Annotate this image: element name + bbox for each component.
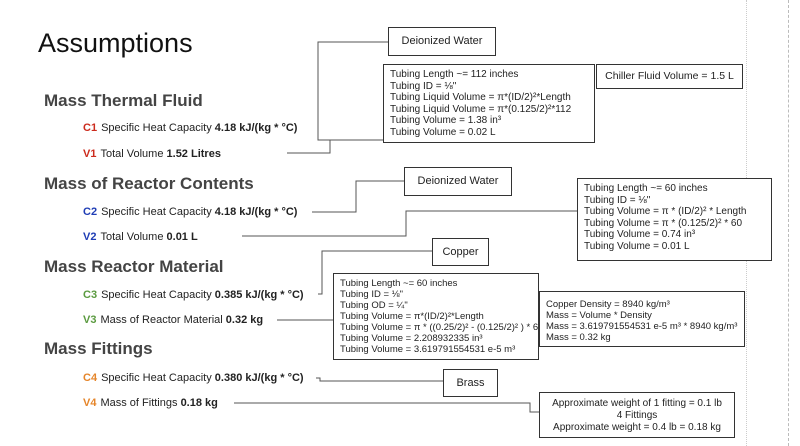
connector-c4-tag4 (316, 377, 443, 382)
tag-copper: Copper (432, 238, 489, 266)
label-v3: Mass of Reactor Material (100, 314, 223, 326)
box-line: Copper Density = 8940 kg/m³ (546, 299, 670, 310)
box-line: Tubing Liquid Volume = π*(0.125/2)²*112 (390, 103, 572, 115)
label-c4: Specific Heat Capacity (101, 372, 212, 384)
label-v4: Mass of Fittings (100, 397, 178, 409)
section-heading-reactor-contents: Mass of Reactor Contents (44, 174, 254, 193)
code-v4: V4 (83, 397, 97, 409)
page-edge-line (788, 0, 790, 446)
value-c3: 0.385 kJ/(kg * °C) (214, 289, 304, 301)
box-line: Tubing ID = ⅛" (584, 194, 651, 206)
value-v3: 0.32 kg (225, 314, 264, 326)
box-chiller-fluid: Chiller Fluid Volume = 1.5 L (596, 64, 743, 89)
box-line: Tubing Volume = π * ((0.25/2)² - (0.125/… (340, 322, 539, 333)
value-c4: 0.380 kJ/(kg * °C) (214, 372, 304, 384)
code-c2: C2 (83, 206, 98, 218)
box-line: Tubing Length ~= 60 inches (340, 278, 458, 289)
connector-v4-box6 (234, 402, 539, 413)
tag-deionized-water-1: Deionized Water (388, 27, 496, 56)
section-heading-thermal-fluid: Mass Thermal Fluid (44, 91, 203, 110)
code-c1: C1 (83, 122, 98, 134)
connector-v1-box1 (287, 139, 383, 154)
tag-brass: Brass (443, 369, 498, 397)
connector-v1-tag1 (317, 41, 388, 141)
label-v1: Total Volume (100, 148, 164, 160)
box-line: Tubing OD = ¼" (340, 300, 408, 311)
code-v1: V1 (83, 148, 97, 160)
box-fittings-calc: Approximate weight of 1 fitting = 0.1 lb… (539, 392, 735, 438)
box-line: Tubing Volume = 1.38 in³ (390, 115, 502, 127)
value-c2: 4.18 kJ/(kg * °C) (214, 206, 298, 218)
connector-c2-tag2 (312, 180, 404, 213)
box-line: Tubing ID = ⅛" (390, 80, 457, 92)
box-line: Tubing Volume = 0.02 L (390, 126, 496, 138)
box-line: Tubing Volume = π * (ID/2)² * Length (584, 206, 747, 218)
box-line: Tubing Length ~= 60 inches (584, 183, 708, 194)
value-v1: 1.52 Litres (166, 148, 221, 160)
box-line: Tubing Liquid Volume = π*(ID/2)²*Length (390, 92, 571, 104)
box-line: Tubing Length ~= 112 inches (390, 69, 519, 80)
page-title: Assumptions (38, 28, 193, 58)
value-v2: 0.01 L (166, 231, 198, 243)
code-c3: C3 (83, 289, 98, 301)
box-line: Mass = Volume * Density (546, 310, 652, 321)
box-line: Mass = 3.619791554531 e-5 m³ * 8940 kg/m… (546, 321, 738, 332)
box-line: Mass = 0.32 kg (546, 332, 611, 343)
code-v2: V2 (83, 231, 97, 243)
tag-deionized-water-2: Deionized Water (404, 167, 512, 196)
label-c2: Specific Heat Capacity (101, 206, 212, 218)
box-line: Approximate weight of 1 fitting = 0.1 lb (552, 398, 722, 409)
label-c3: Specific Heat Capacity (101, 289, 212, 301)
box-line: Tubing Volume = π * (0.125/2)² * 60 (584, 217, 743, 229)
box-line: Tubing Volume = 0.74 in³ (584, 229, 696, 241)
section-heading-fittings: Mass Fittings (44, 339, 153, 358)
box-line: Tubing Volume = 2.208932335 in³ (340, 333, 483, 344)
box-line: Chiller Fluid Volume = 1.5 L (605, 70, 734, 82)
box-line: Tubing Volume = π*(ID/2)²*Length (340, 311, 484, 322)
value-c1: 4.18 kJ/(kg * °C) (214, 122, 298, 134)
code-c4: C4 (83, 372, 98, 384)
label-c1: Specific Heat Capacity (101, 122, 212, 134)
section-heading-reactor-material: Mass Reactor Material (44, 257, 224, 276)
box-line: Tubing ID = ⅛" (340, 289, 403, 300)
label-v2: Total Volume (100, 231, 164, 243)
code-v3: V3 (83, 314, 97, 326)
box-line: 4 Fittings (616, 410, 658, 421)
box-line: Approximate weight = 0.4 lb = 0.18 kg (553, 422, 721, 433)
value-v4: 0.18 kg (180, 397, 218, 409)
box-line: Tubing Volume = 3.619791554531 e-5 m³ (340, 344, 516, 355)
box-line: Tubing Volume = 0.01 L (584, 240, 690, 252)
